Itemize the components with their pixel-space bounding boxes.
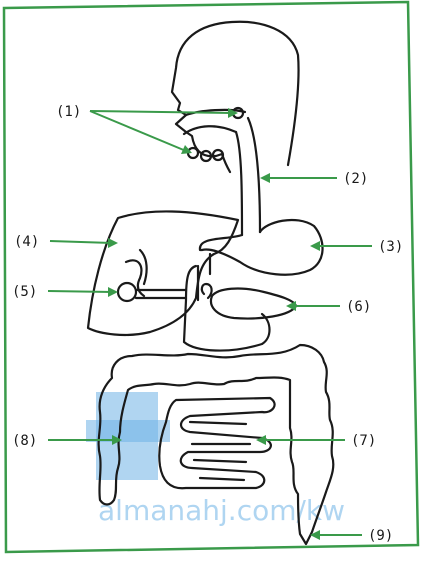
label-1: (1) xyxy=(56,104,81,120)
duodenum xyxy=(184,254,270,351)
label-2: (2) xyxy=(343,171,368,187)
label-9: (9) xyxy=(368,528,393,544)
esophagus-right xyxy=(248,118,260,232)
label-5: (5) xyxy=(12,284,37,300)
arrow-5 xyxy=(48,291,112,292)
label-3: (3) xyxy=(378,239,403,255)
gallbladder xyxy=(118,283,136,301)
label-6: (6) xyxy=(346,299,371,315)
pancreas xyxy=(211,289,296,319)
watermark: almanahj.com/kw xyxy=(86,392,345,527)
label-8: (8) xyxy=(12,433,37,449)
label-7: (7) xyxy=(351,433,376,449)
watermark-text: almanahj.com/kw xyxy=(98,494,345,527)
liver xyxy=(88,211,238,335)
arrow-4 xyxy=(50,241,112,243)
tongue xyxy=(184,126,236,134)
label-4: (4) xyxy=(14,234,39,250)
stomach xyxy=(200,220,323,275)
arrow-1b xyxy=(90,111,186,151)
pancreatic-duct-loop xyxy=(202,284,212,298)
